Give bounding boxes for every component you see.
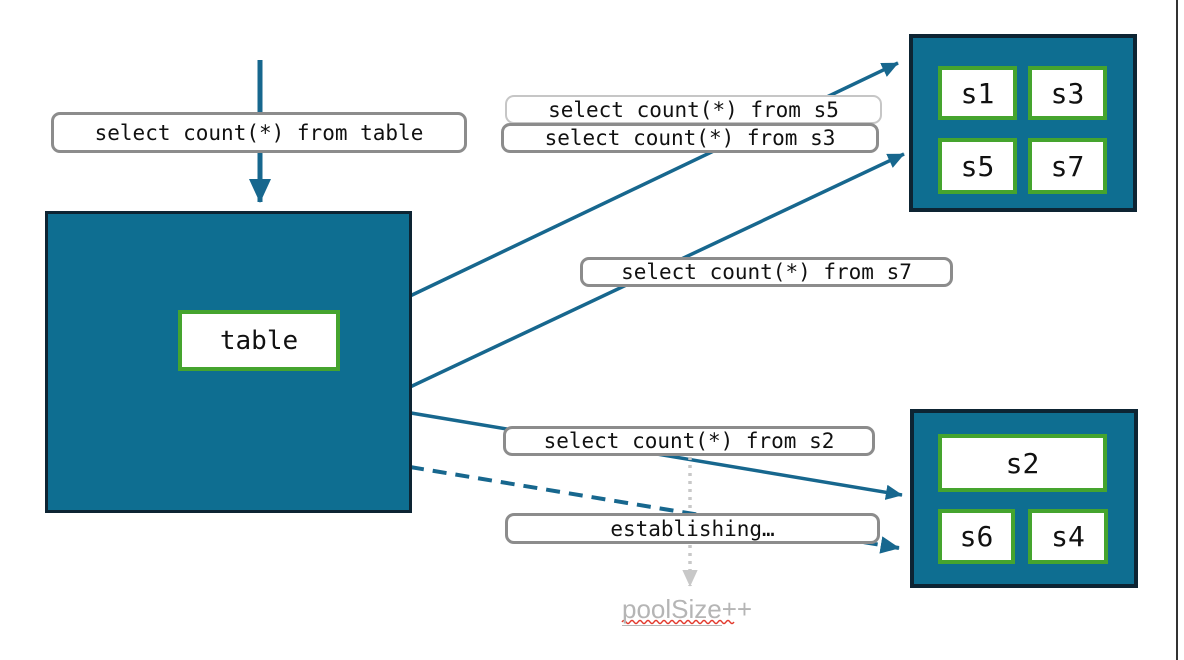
poolsize-annotation: poolSize++ bbox=[622, 594, 753, 626]
source-table-box: table bbox=[45, 211, 412, 513]
poolsize-word: poolSize bbox=[622, 594, 722, 626]
shard-tile-s3: s3 bbox=[1028, 66, 1107, 120]
shard-label: s1 bbox=[960, 76, 995, 110]
query-label-from-s2: select count(*) from s2 bbox=[503, 426, 875, 456]
shard-tile-s5: s5 bbox=[938, 138, 1017, 194]
query-label-from-table: select count(*) from table bbox=[51, 112, 467, 153]
shard-group-bottom-box: s2 s6 s4 bbox=[910, 409, 1138, 588]
shard-label: s3 bbox=[1050, 76, 1085, 110]
shard-label: s7 bbox=[1050, 149, 1085, 183]
source-table-label: table bbox=[219, 325, 299, 356]
poolsize-suffix: ++ bbox=[721, 594, 753, 624]
shard-label: s6 bbox=[959, 520, 994, 553]
query-text: select count(*) from table bbox=[94, 120, 424, 145]
shard-tile-s2: s2 bbox=[938, 434, 1107, 492]
source-table-tile: table bbox=[178, 310, 340, 371]
query-label-from-s5: select count(*) from s5 bbox=[505, 95, 882, 124]
query-text: select count(*) from s7 bbox=[621, 260, 912, 284]
shard-tile-s7: s7 bbox=[1028, 138, 1107, 194]
shard-label: s5 bbox=[960, 149, 995, 183]
query-text: select count(*) from s3 bbox=[544, 126, 836, 150]
spellcheck-squiggle bbox=[621, 619, 735, 625]
query-label-from-s3: select count(*) from s3 bbox=[501, 123, 879, 153]
query-text: select count(*) from s5 bbox=[548, 97, 839, 122]
shard-label: s4 bbox=[1051, 520, 1085, 553]
slide-edge-line bbox=[1176, 0, 1178, 660]
status-text: establishing… bbox=[610, 516, 775, 541]
shard-group-top-box: s1 s3 s5 s7 bbox=[909, 34, 1137, 212]
query-label-from-s7: select count(*) from s7 bbox=[580, 257, 953, 287]
shard-tile-s6: s6 bbox=[938, 509, 1015, 564]
arrow-establishing-dashed bbox=[409, 465, 900, 554]
shard-label: s2 bbox=[1005, 446, 1040, 480]
status-label-establishing: establishing… bbox=[505, 513, 880, 544]
shard-tile-s1: s1 bbox=[938, 66, 1017, 120]
shard-tile-s4: s4 bbox=[1028, 509, 1108, 564]
query-text: select count(*) from s2 bbox=[543, 429, 835, 453]
